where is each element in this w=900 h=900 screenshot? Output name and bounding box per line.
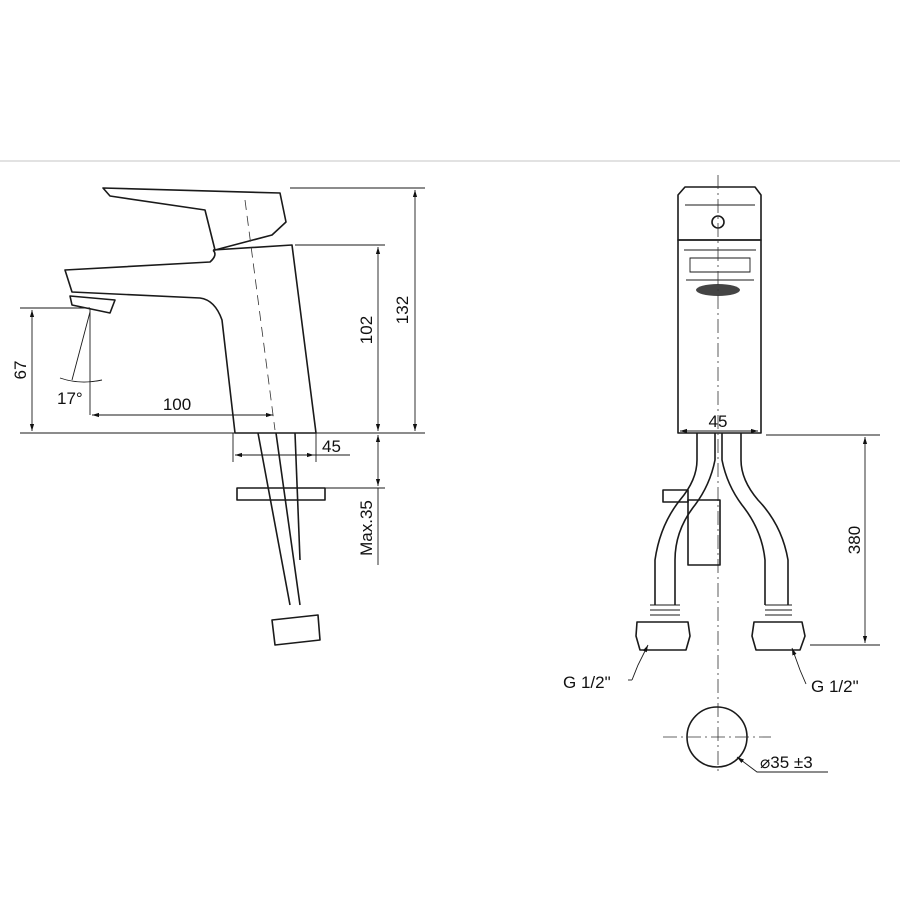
dim-102: 102 (357, 316, 376, 344)
hose-right (721, 433, 789, 605)
hose-nut (271, 614, 321, 646)
nut-right (751, 621, 806, 651)
nut-left (635, 621, 691, 651)
front-lever (677, 186, 762, 241)
dim-45-side: 45 (322, 437, 341, 456)
side-view: 132 102 67 100 45 Max.35 17° (11, 187, 425, 646)
connection-right-label: G 1/2" (811, 677, 859, 696)
supply-hose (257, 432, 301, 606)
dim-132: 132 (393, 296, 412, 324)
threaded-rod (687, 499, 721, 566)
dim-100: 100 (163, 395, 191, 414)
dim-17-deg: 17° (57, 389, 83, 408)
aerator (69, 295, 116, 314)
dim-67: 67 (11, 361, 30, 380)
lever (102, 187, 287, 251)
dim-45-front: 45 (709, 412, 728, 431)
hose-left (654, 433, 716, 605)
front-view: 380 45 G 1/2" G 1/2" ⌀35 ±3 (563, 175, 880, 775)
dim-380: 380 (845, 526, 864, 554)
connection-left-label: G 1/2" (563, 673, 611, 692)
clamp (662, 489, 689, 503)
hole-diameter-label: ⌀35 ±3 (760, 753, 813, 772)
dim-max-35: Max.35 (357, 500, 376, 556)
body (64, 244, 317, 434)
mounting-nut (236, 487, 326, 501)
